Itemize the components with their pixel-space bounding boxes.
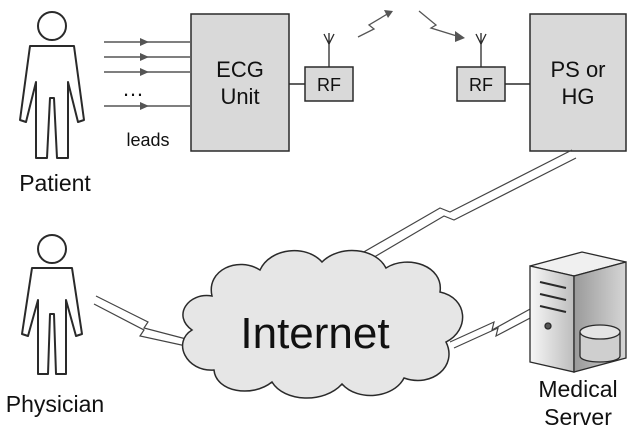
lightning-link-icon bbox=[93, 295, 191, 347]
link-ps-to-internet-edge bbox=[341, 157, 577, 277]
patient-icon bbox=[19, 11, 85, 159]
lightning-link-icon bbox=[449, 307, 535, 349]
physician-label: Physician bbox=[6, 391, 104, 417]
lead-arrowhead-1 bbox=[140, 38, 149, 46]
wireless-incoming bbox=[418, 10, 461, 38]
link-internet-to-server-edge bbox=[453, 315, 535, 349]
lead-arrowhead-4 bbox=[140, 102, 149, 110]
link-physician-to-internet bbox=[95, 295, 191, 341]
internet-label: Internet bbox=[240, 309, 389, 358]
lightning-link-icon bbox=[335, 149, 577, 277]
wireless-outgoing bbox=[357, 12, 390, 38]
link-physician-to-internet-edge bbox=[93, 303, 187, 347]
cloud-icon bbox=[181, 249, 464, 399]
rf-left-box bbox=[304, 66, 354, 102]
rf-right-label: RF bbox=[469, 75, 493, 95]
rf-right-module bbox=[456, 33, 506, 102]
wireless-arrow-icon bbox=[357, 10, 465, 42]
lead-arrowhead-2 bbox=[140, 53, 149, 61]
physician-icon bbox=[21, 234, 83, 375]
server-label-line2: Server bbox=[544, 404, 612, 430]
server-label-line1: Medical bbox=[538, 376, 617, 402]
ps-hg-label-line2: HG bbox=[562, 84, 595, 109]
lead-arrowhead-3 bbox=[140, 68, 149, 76]
leads-ellipsis: … bbox=[122, 76, 144, 101]
rf-right-box bbox=[456, 66, 506, 102]
server-icon bbox=[529, 251, 627, 373]
ecg-unit-box bbox=[190, 13, 290, 152]
patient-label: Patient bbox=[19, 170, 91, 196]
link-internet-to-server bbox=[449, 307, 533, 343]
ecg-unit-label-line2: Unit bbox=[220, 84, 259, 109]
link-ps-to-internet bbox=[335, 149, 573, 269]
ecg-unit-label-line1: ECG bbox=[216, 57, 264, 82]
leads-label: leads bbox=[126, 130, 169, 150]
ps-hg-box bbox=[529, 13, 627, 152]
ps-hg-label-line1: PS or bbox=[550, 57, 605, 82]
leads-arrows bbox=[104, 38, 190, 110]
rf-left-label: RF bbox=[317, 75, 341, 95]
rf-left-module bbox=[304, 33, 354, 102]
